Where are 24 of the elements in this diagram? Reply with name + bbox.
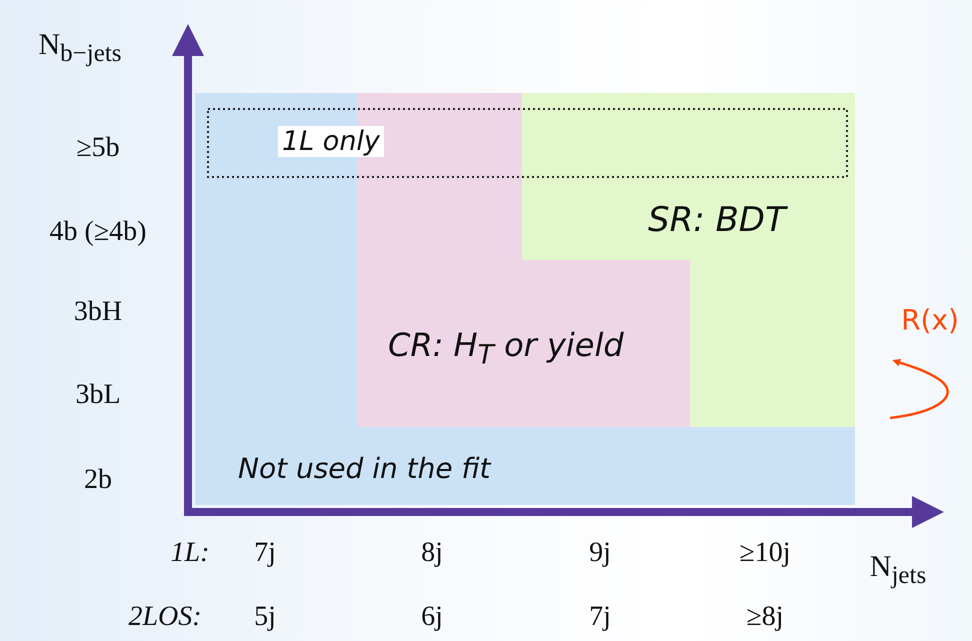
annotation: R(x) — [901, 304, 959, 336]
column-label: ≥10j — [739, 537, 791, 569]
column-label: ≥8j — [746, 601, 784, 633]
column-label: 7j — [589, 601, 611, 633]
region-label: SR: BDT — [648, 200, 786, 240]
row-label: 4b (≥4b) — [50, 216, 146, 248]
column-label: 8j — [421, 537, 443, 569]
row-label: 3bL — [75, 379, 121, 411]
column-label: 5j — [254, 601, 276, 633]
axis-title: N$_{b−jets}$ — [38, 28, 122, 68]
column-label: 9j — [589, 537, 611, 569]
row-group-label: 1L: — [170, 537, 210, 569]
column-label: 6j — [421, 601, 443, 633]
column-label: 7j — [254, 537, 276, 569]
row-group-label: 2LOS: — [128, 601, 202, 633]
unused-region — [195, 93, 855, 505]
region-label: Not used in the fit — [238, 452, 491, 485]
axis-title: N$_{jets}$ — [870, 550, 926, 590]
region-label: CR: H$_{T}$ or yield — [388, 326, 624, 370]
row-label: ≥5b — [76, 132, 120, 164]
row-label: 3bH — [74, 296, 122, 328]
dotted-region-box — [207, 108, 848, 178]
region-label: 1L only — [278, 126, 384, 157]
row-label: 2b — [84, 464, 112, 496]
